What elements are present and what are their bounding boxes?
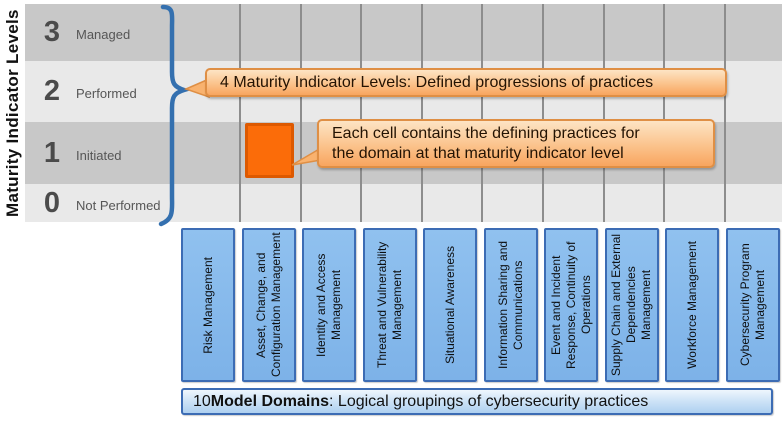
- column-gridline: [239, 4, 241, 222]
- domain-label: Situational Awareness: [442, 246, 457, 364]
- mil-number: 0: [43, 186, 61, 219]
- domain-label: Cybersecurity Program Management: [737, 243, 767, 367]
- footer-suffix: : Logical groupings of cybersecurity pra…: [329, 392, 649, 410]
- column-gridline: [542, 4, 544, 222]
- mil-callout: 4 Maturity Indicator Levels: Defined pro…: [205, 68, 727, 97]
- domain-box-identity-access: Identity and Access Management: [302, 228, 357, 382]
- domain-box-cybersecurity-program: Cybersecurity Program Management: [725, 228, 780, 382]
- domain-label: Threat and Vulnerability Management: [374, 241, 404, 369]
- domain-label: Risk Management: [200, 256, 215, 354]
- column-gridline: [663, 4, 666, 222]
- domain-columns: Risk Management Asset, Change, and Confi…: [181, 228, 780, 382]
- cell-callout: Each cell contains the defining practice…: [317, 119, 715, 168]
- domain-box-event-incident-response: Event and Incident Response, Continuity …: [544, 228, 599, 382]
- column-gridline: [299, 4, 302, 222]
- domain-label: Information Sharing and Communications: [495, 240, 525, 370]
- domain-label: Supply Chain and External Dependencies M…: [609, 233, 654, 377]
- domain-label: Asset, Change, and Configuration Managem…: [253, 232, 283, 378]
- mil-row-3: 3 Managed: [25, 4, 782, 61]
- domain-box-asset-change-configuration: Asset, Change, and Configuration Managem…: [241, 228, 296, 382]
- column-gridline: [420, 4, 423, 222]
- mil-callout-text: 4 Maturity Indicator Levels: Defined pro…: [220, 73, 654, 91]
- mil-number: 2: [43, 75, 61, 107]
- maturity-axis-label: Maturity Indicator Levels: [3, 9, 22, 217]
- cell-callout-line1: Each cell contains the defining practice…: [332, 124, 640, 142]
- mil-label: Managed: [76, 27, 131, 42]
- mil-rows: 3 Managed 2 Performed 1 Initiated 0 Not …: [25, 4, 782, 222]
- domain-box-information-sharing: Information Sharing and Communications: [483, 228, 538, 382]
- domain-label: Event and Incident Response, Continuity …: [548, 241, 593, 369]
- cell-callout-line2: the domain at that maturity indicator le…: [332, 144, 624, 162]
- mil-number: 3: [43, 16, 61, 48]
- footer-bold: Model Domains: [210, 392, 330, 410]
- domain-box-supply-chain: Supply Chain and External Dependencies M…: [604, 228, 659, 382]
- column-gridline: [481, 4, 484, 222]
- mil-label: Initiated: [76, 147, 122, 163]
- domain-label: Workforce Management: [684, 241, 699, 369]
- footer-prefix: 10: [193, 392, 211, 410]
- curly-brace-icon: [158, 4, 191, 227]
- domain-box-situational-awareness: Situational Awareness: [423, 228, 478, 382]
- column-gridline: [360, 4, 363, 222]
- mil-row-0: 0 Not Performed: [25, 184, 782, 222]
- mil-number: 1: [43, 136, 61, 169]
- highlighted-practice-cell: [245, 123, 294, 178]
- column-gridline: [602, 4, 605, 222]
- mil-label: Performed: [76, 86, 137, 101]
- domain-box-threat-vulnerability: Threat and Vulnerability Management: [362, 228, 417, 382]
- column-gridline: [723, 4, 726, 222]
- domain-box-workforce: Workforce Management: [665, 228, 720, 382]
- domain-label: Identity and Access Management: [314, 253, 344, 357]
- mil-label: Not Performed: [76, 197, 161, 213]
- domain-box-risk-management: Risk Management: [181, 228, 235, 382]
- domains-footer: 10 Model Domains : Logical groupings of …: [181, 388, 773, 415]
